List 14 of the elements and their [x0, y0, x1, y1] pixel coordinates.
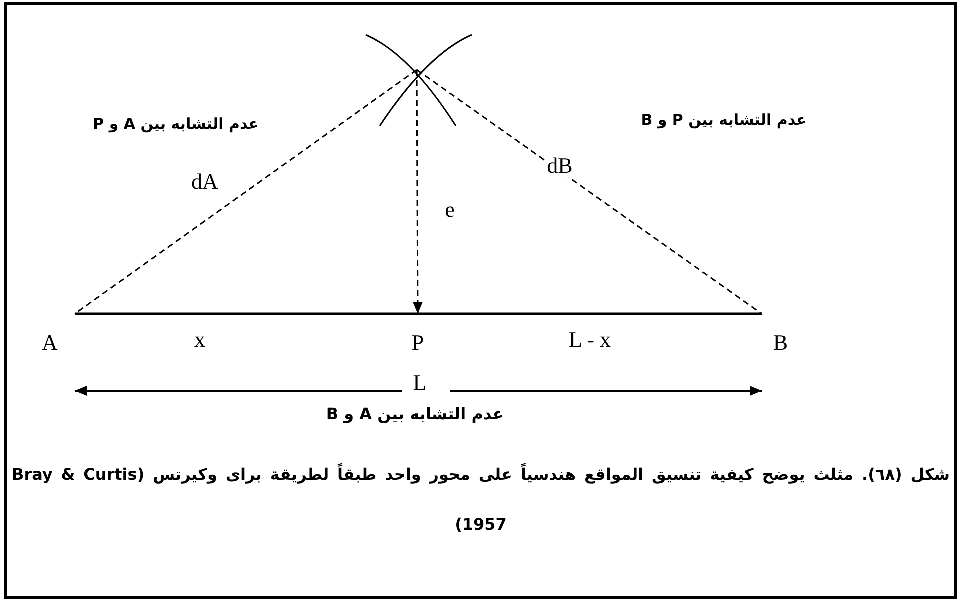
point-label: A — [42, 314, 78, 354]
dimension-label: L — [413, 372, 427, 394]
line — [416, 69, 762, 315]
dissimilarity-label: عدم التشابه بين A و P — [93, 115, 259, 133]
line — [75, 312, 418, 316]
edge-label: dB — [545, 155, 575, 177]
compass-arcs — [365, 34, 473, 127]
point-label: P — [404, 314, 432, 354]
dissimilarity-label: عدم التشابه بين P و B — [641, 111, 807, 129]
dissimilarity-label: عدم التشابه بين A و B — [326, 404, 504, 424]
point-label: B — [756, 314, 788, 354]
line — [418, 312, 762, 316]
arrow — [412, 70, 423, 314]
figure-caption: شكل (٦٨). مثلث يوضح كيفية تنسيق المواقع هندسياً على محور واحد طبقاً لطريقة براى وكيرتس (Bray & Curtis 1957) — [12, 462, 950, 536]
